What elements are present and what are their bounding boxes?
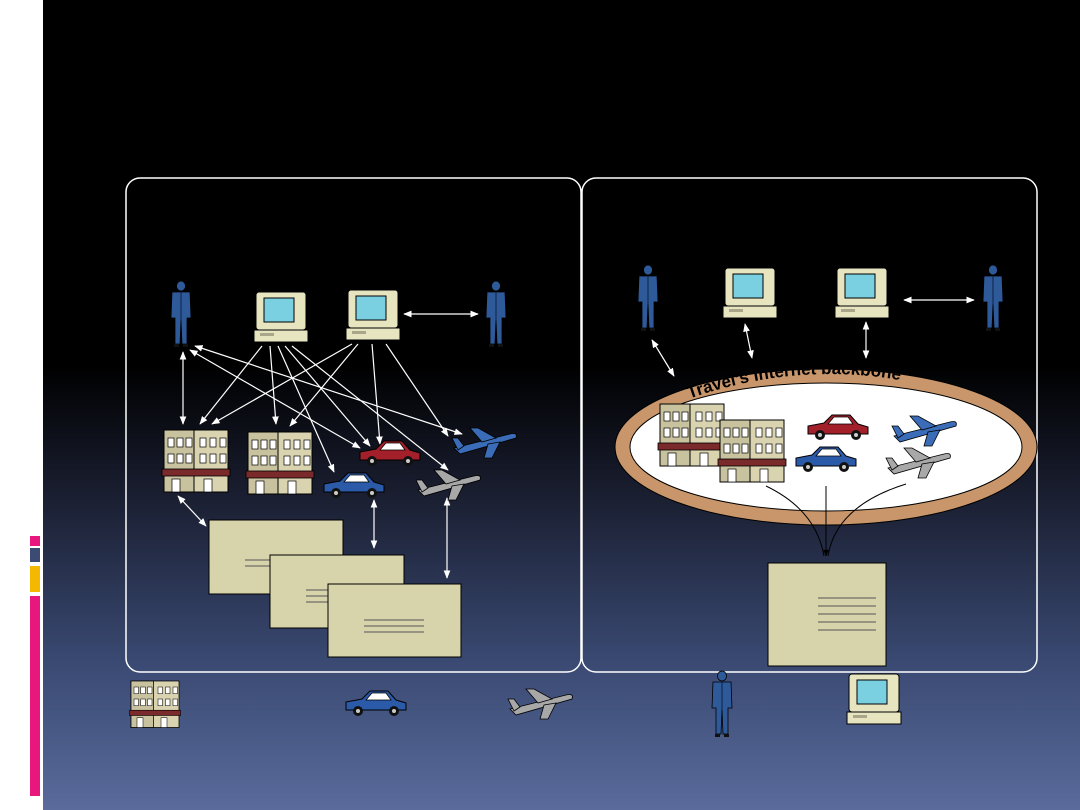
right-computer-1-icon (722, 267, 778, 319)
legend-computer-icon (846, 673, 902, 725)
accent-bar-pink-long (30, 596, 40, 796)
left-person-2-icon (485, 280, 507, 348)
title-slash-decoration (20, 79, 42, 121)
left-person-1-icon (170, 280, 192, 348)
right-computer-2-icon (834, 267, 890, 319)
right-hub-output-lines (765, 483, 907, 557)
left-panel (125, 177, 582, 673)
right-person-2-icon (982, 264, 1004, 332)
right-connection-arrows (651, 296, 975, 377)
left-blue-car-icon (323, 472, 385, 499)
right-hotel-2-icon (717, 419, 787, 483)
left-blue-airplane-icon (451, 427, 517, 459)
left-computer-1-icon (253, 291, 309, 343)
legend-airplane-icon (507, 688, 573, 720)
left-hotel-2-icon (245, 431, 315, 495)
right-hotel-1-icon (657, 403, 727, 467)
accent-bar-yellow (30, 566, 40, 592)
legend-person-icon (711, 670, 733, 738)
accent-bar-slate (30, 548, 40, 562)
right-document (767, 562, 887, 667)
accent-bar-pink-top (30, 536, 40, 546)
right-person-1-icon (637, 264, 659, 332)
left-grey-airplane-icon (415, 469, 481, 501)
left-connection-arrows (177, 310, 479, 579)
right-panel (581, 177, 1038, 673)
left-computer-2-icon (345, 289, 401, 341)
legend-hotel-icon (129, 680, 181, 728)
left-document-3 (327, 583, 462, 658)
left-hotel-1-icon (161, 429, 231, 493)
legend-car-icon (345, 690, 407, 717)
